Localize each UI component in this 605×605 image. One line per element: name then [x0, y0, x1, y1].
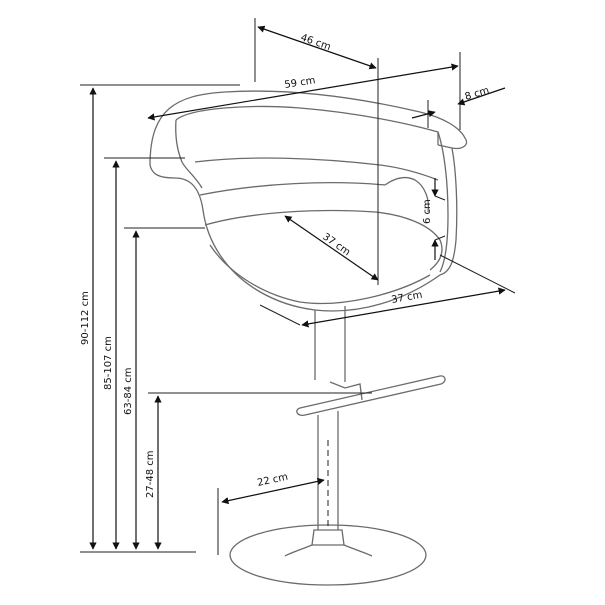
label-armrest-height: 6 cm [422, 199, 433, 224]
dimension-lines [80, 18, 516, 555]
armrest-width-dim-line [457, 87, 506, 106]
seat-depth-dim-line [284, 215, 379, 281]
label-width-top: 59 cm [284, 75, 316, 91]
label-seat-width: 37 cm [391, 290, 424, 306]
depth-top-dim-line [257, 25, 377, 70]
chair-outline [149, 90, 468, 586]
label-armrest-width: 8 cm [464, 85, 491, 103]
label-backrest-height: 85-107 cm [103, 336, 114, 390]
width-top-dim-line [147, 63, 459, 121]
base-radius-dim-line [221, 477, 325, 505]
label-depth-top: 46 cm [299, 32, 332, 53]
label-footrest-height: 27-48 cm [145, 451, 156, 498]
dimension-labels: 46 cm 59 cm 8 cm 6 cm 37 cm 37 cm 22 cm … [80, 32, 491, 498]
seat-width-dim-line [301, 287, 506, 328]
label-base-radius: 22 cm [256, 472, 289, 489]
label-seat-height: 63-84 cm [123, 368, 134, 415]
label-total-height: 90-112 cm [80, 291, 91, 345]
label-seat-depth: 37 cm [320, 231, 352, 258]
